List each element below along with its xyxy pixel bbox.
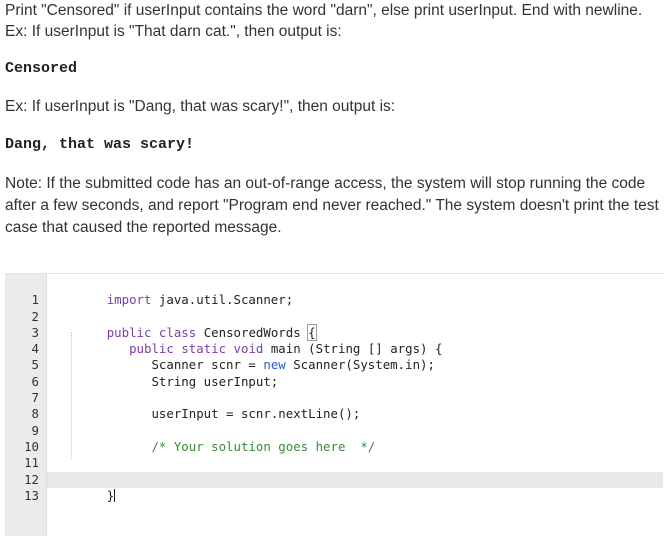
code-editor[interactable]: 1 import java.util.Scanner; 2 3 public cla…	[5, 273, 663, 536]
code-line[interactable]: 6 String userInput;	[32, 358, 663, 389]
code-token: }	[106, 487, 115, 503]
code-line-active[interactable]: 13}	[24, 471, 663, 503]
line-number: 12	[24, 471, 39, 487]
code-line[interactable]: 8 userInput = scnr.nextLine();	[32, 390, 663, 421]
text-cursor	[114, 488, 116, 502]
line-number: 8	[31, 406, 39, 422]
line-number: 5	[31, 357, 39, 373]
example2-intro: Ex: If userInput is "Dang, that was scar…	[5, 98, 396, 115]
code-line[interactable]: 9	[32, 406, 663, 438]
code-line[interactable]: 12 }	[24, 455, 663, 487]
code-line[interactable]: 1 import java.util.Scanner;	[32, 276, 663, 307]
code-token: java.util.Scanner;	[151, 292, 294, 308]
code-token: String userInput;	[151, 373, 279, 389]
line-number-gutter	[5, 274, 47, 536]
code-line[interactable]: 7	[32, 374, 663, 405]
example2-output: Dang, that was scary!	[5, 136, 195, 153]
code-line[interactable]: 11	[24, 439, 663, 470]
class-name-token: CensoredWords	[196, 324, 309, 340]
line-number: 1	[31, 292, 39, 308]
keyword-token: new	[263, 357, 286, 373]
indent-guide	[71, 332, 72, 460]
code-area[interactable]: 1 import java.util.Scanner; 2 3 public cla…	[24, 274, 663, 536]
comment-token: /* Your solution goes here */	[151, 438, 376, 454]
example1-output: Censored	[5, 60, 78, 77]
code-line[interactable]: 10 /* Your solution goes here */	[24, 423, 663, 454]
line-number: 7	[31, 390, 39, 406]
code-token: main (String [] args) {	[263, 341, 443, 357]
line-number: 11	[24, 455, 39, 471]
line-number: 9	[31, 422, 39, 438]
line-number: 3	[31, 324, 39, 340]
note-text: Note: If the submitted code has an out-o…	[5, 173, 665, 239]
keyword-token: class	[158, 324, 197, 340]
code-token: Scanner(System.in);	[285, 357, 435, 373]
line-number: 4	[31, 341, 39, 357]
line-number: 13	[24, 487, 39, 503]
code-line[interactable]: 3 public class CensoredWords {	[32, 309, 663, 341]
line-number: 2	[31, 308, 39, 324]
code-line[interactable]: 5 Scanner scnr = new Scanner(System.in);	[32, 341, 663, 372]
keyword-token: public	[106, 324, 152, 340]
keyword-token: void	[233, 341, 264, 357]
keyword-token: static	[181, 341, 227, 357]
line-number: 10	[24, 438, 39, 454]
example1-intro: Ex: If userInput is "That darn cat.", th…	[5, 23, 342, 40]
line-number: 6	[31, 373, 39, 389]
code-token: userInput = scnr.nextLine();	[151, 406, 361, 422]
keyword-token: public	[129, 341, 174, 357]
note-line: Note: If the submitted code has an out-o…	[5, 175, 646, 192]
task-description: Print "Censored" if userInput contains t…	[5, 2, 643, 19]
note-line: case that caused the reported message.	[5, 219, 282, 236]
code-line[interactable]: 2	[32, 292, 663, 324]
keyword-token: import	[106, 292, 152, 308]
code-line[interactable]: 4 public static void main (String [] arg…	[32, 325, 663, 356]
matched-brace: {	[307, 323, 317, 341]
note-line: after a few seconds, and report "Program…	[5, 197, 659, 214]
code-token: Scanner scnr =	[151, 357, 264, 373]
